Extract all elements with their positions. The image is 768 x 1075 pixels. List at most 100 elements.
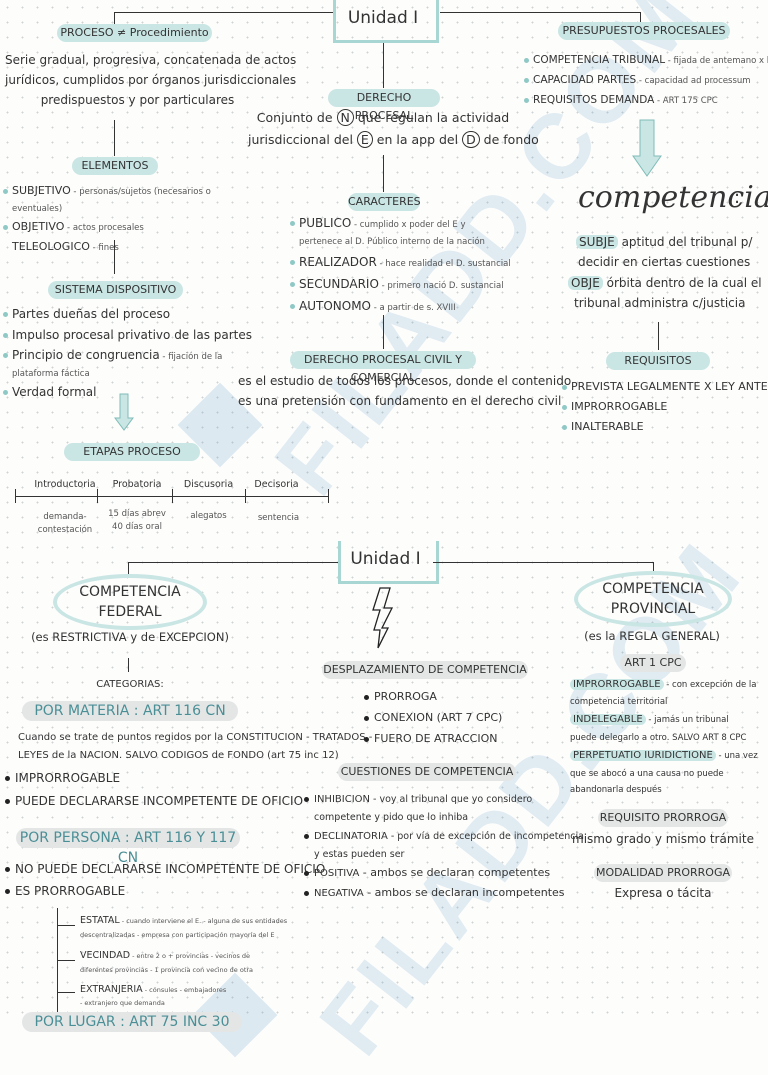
provincial-item-3: PERPETUATIO IURIDICTIONE - una vez <box>570 748 758 764</box>
desplazamiento-item-3: FUERO DE ATRACCION <box>364 731 497 747</box>
requisito-3: INALTERABLE <box>562 419 644 435</box>
connector <box>658 322 659 350</box>
timeline-tick <box>15 489 16 503</box>
sistema-item-3: Principio de congruencia - fijación de l… <box>3 347 222 365</box>
elementos-pill: ELEMENTOS <box>72 157 158 175</box>
competencia-colon: : <box>734 187 741 208</box>
cuestion-negativa: NEGATIVA - ambos se declaran incompetent… <box>304 885 565 902</box>
etapa-4-name: Decisoria <box>254 479 299 490</box>
civil-comercial-line-2: es una pretensión con fundamento en el d… <box>238 394 562 408</box>
competencia-subje: SUBJE aptitud del tribunal p/ <box>576 234 752 250</box>
proceso-pill: PROCESO ≠ Procedimiento <box>57 24 212 42</box>
unit-frame-1 <box>333 0 439 43</box>
provincial-item-3-cont: que se abocó a una causa no puede <box>570 769 724 779</box>
etapa-2-note-1: 15 días abrev <box>108 509 166 519</box>
caracter-publico-cont: pertenece al D. Público interno de la na… <box>299 237 485 247</box>
provincial-item-2: INDELEGABLE - jamás un tribunal <box>570 712 729 728</box>
sub-extranjeria: EXTRANJERIA - cónsules - embajadores <box>80 984 227 995</box>
derecho-procesal-pill: DERECHO PROCESAL <box>328 89 440 122</box>
cuestion-inhibicion-cont: competente y pido que lo inhiba <box>314 812 469 823</box>
desplazamiento-item-1: PRORROGA <box>364 689 437 705</box>
connector <box>114 12 115 24</box>
federal-oval-line-2: FEDERAL <box>98 604 162 620</box>
sistema-item-2: Impulso procesal privativo de las partes <box>3 327 252 343</box>
federal-categorias: CATEGORIAS: <box>96 679 164 690</box>
connector <box>383 315 384 349</box>
requisito-2: IMPRORROGABLE <box>562 399 667 415</box>
sub-vecindad-cont: diferentes provincias - 1 provincia con … <box>80 966 254 974</box>
connector <box>114 12 333 13</box>
lugar-pill: POR LUGAR : ART 75 INC 30 <box>22 1012 242 1032</box>
elemento-teleologico: TELEOLOGICO - fines <box>12 240 119 253</box>
connector <box>440 12 640 13</box>
req-prorroga-pill: REQUISITO PRORROGA <box>598 809 728 827</box>
presupuestos-pill: PRESUPUESTOS PROCESALES <box>558 22 730 40</box>
sistema-item-3-cont: plataforma fáctica <box>12 369 90 379</box>
caracter-realizador: REALIZADOR - hace realidad el D. sustanc… <box>290 254 511 272</box>
derecho-procesal-line-2: jurisdiccional del E en la app del D de … <box>248 131 539 148</box>
proceso-line-1: Serie gradual, progresiva, concatenada d… <box>5 53 297 67</box>
federal-oval: COMPETENCIA FEDERAL <box>53 574 207 630</box>
elemento-subjetivo: SUBJETIVO - personas/sujetos (necesarios… <box>3 183 211 200</box>
bracket <box>57 992 75 993</box>
competencia-title: competencia <box>578 180 768 215</box>
sub-vecindad: VECINDAD - entre 2 o + provincias - veci… <box>80 950 251 961</box>
persona-pill: POR PERSONA : ART 116 Y 117 CN <box>16 828 240 866</box>
connector <box>653 562 654 574</box>
timeline-tick <box>245 489 246 503</box>
unit-title-1: Unidad I <box>347 8 419 28</box>
connector <box>640 12 641 24</box>
presupuesto-capacidad: CAPACIDAD PARTES - capacidad ad processu… <box>524 72 751 89</box>
sistema-item-4: Verdad formal <box>3 384 96 400</box>
federal-sub: (es RESTRICTIVA y de EXCEPCION) <box>31 630 229 644</box>
etapa-1-note-2: contestación <box>37 525 93 535</box>
federal-oval-line-1: COMPETENCIA <box>79 584 181 600</box>
mod-prorroga-text: Expresa o tácita <box>614 886 712 900</box>
provincial-item-1: IMPRORROGABLE - con excepción de la <box>570 677 756 693</box>
proceso-line-3: predispuestos y por particulares <box>40 93 235 107</box>
etapa-1-name: Introductoria <box>34 479 96 490</box>
presupuesto-requisitos: REQUISITOS DEMANDA - ART 175 CPC <box>524 92 718 109</box>
connector <box>114 240 115 274</box>
cuestion-declinatoria: DECLINATORIA - por vía de excepción de i… <box>304 829 584 845</box>
connector <box>383 43 384 88</box>
sistema-pill: SISTEMA DISPOSITIVO <box>48 281 183 299</box>
sub-estatal-cont: descentralizadas - empresa con participa… <box>80 931 275 939</box>
etapa-4-note-1: sentencia <box>257 513 300 523</box>
etapa-2-note-2: 40 días oral <box>112 522 162 532</box>
persona-item-2: ES PRORROGABLE <box>5 883 125 899</box>
materia-item-1: IMPRORROGABLE <box>5 770 120 786</box>
etapa-3-name: Discusoria <box>183 479 234 490</box>
competencia-obje-cont: tribunal administra c/justicia <box>574 296 746 310</box>
provincial-item-2-cont: puede delegarlo a otro. SALVO ART 8 CPC <box>570 733 747 743</box>
materia-text-2: LEYES de la NACION. SALVO CODIGOS de FON… <box>18 750 339 761</box>
etapa-2-name: Probatoria <box>112 479 162 490</box>
sistema-item-1: Partes dueñas del proceso <box>3 306 170 322</box>
caracteres-pill: CARACTERES <box>348 193 421 211</box>
desplazamiento-item-2: CONEXION (ART 7 CPC) <box>364 710 502 726</box>
arrow-down-icon-2 <box>632 119 662 177</box>
connector <box>114 120 115 156</box>
caracter-secundario: SECUNDARIO - primero nació D. sustancial <box>290 276 504 294</box>
proceso-line-2: jurídicos, cumplidos por órganos jurisdi… <box>5 73 297 87</box>
etapas-pill: ETAPAS PROCESO <box>64 443 200 461</box>
timeline-tick <box>97 489 98 503</box>
caracter-publico: PUBLICO - cumplido x poder del E y <box>290 215 465 233</box>
etapa-3-note-1: alegatos <box>190 511 227 521</box>
arrow-down-icon <box>114 393 134 431</box>
etapa-1-note-1: demanda- <box>43 512 87 522</box>
materia-item-2: PUEDE DECLARARSE INCOMPETENTE DE OFICIO <box>5 793 303 809</box>
connector <box>128 658 129 672</box>
unit-title-2: Unidad I <box>350 549 421 569</box>
connector <box>383 155 384 192</box>
connector <box>433 562 653 563</box>
elemento-subjetivo-cont: eventuales) <box>12 204 63 214</box>
caracter-autonomo: AUTONOMO - a partir de s. XVIII <box>290 298 456 316</box>
connector <box>128 562 129 576</box>
provincial-item-1-cont: competencia territorial <box>570 697 668 707</box>
elemento-objetivo: OBJETIVO - actos procesales <box>3 219 144 236</box>
cuestion-declinatoria-cont: y estas pueden ser <box>314 849 405 860</box>
presupuesto-competencia: COMPETENCIA TRIBUNAL - fijada de anteman… <box>524 52 768 69</box>
persona-item-1: NO PUEDE DECLARARSE INCOMPETENTE DE OFIC… <box>5 861 325 877</box>
provincial-oval: COMPETENCIA PROVINCIAL <box>574 571 732 627</box>
